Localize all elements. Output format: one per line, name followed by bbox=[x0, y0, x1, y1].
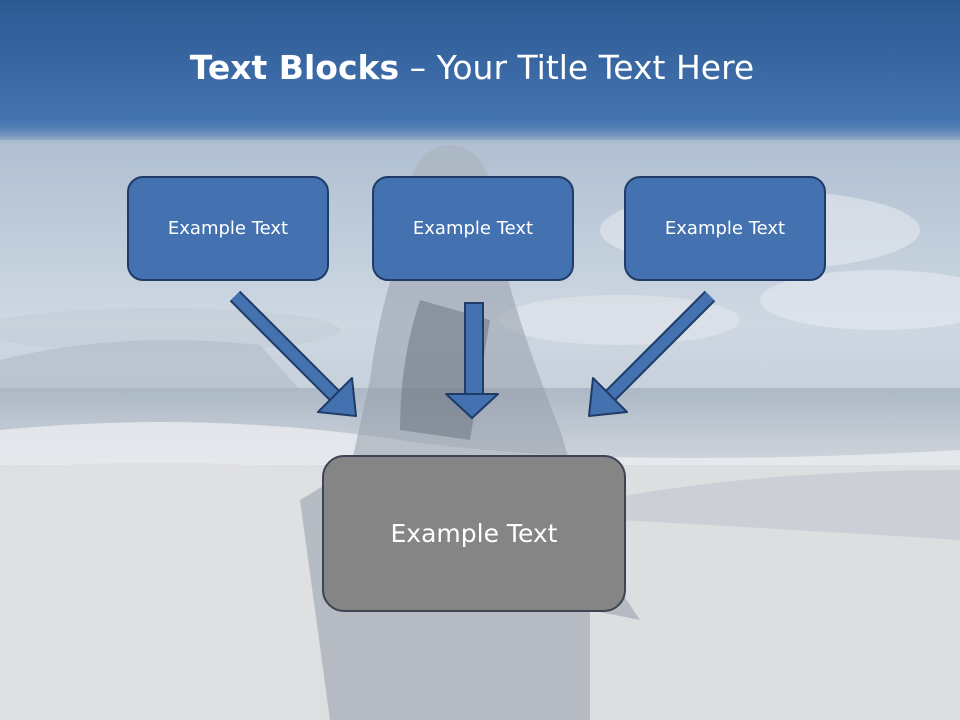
title-rest-text: Your Title Text Here bbox=[436, 48, 755, 87]
title-separator: – bbox=[399, 48, 437, 87]
main-text-block-label: Example Text bbox=[390, 519, 558, 548]
text-block-1[interactable]: Example Text bbox=[127, 176, 329, 281]
slide-title: Text Blocks – Your Title Text Here bbox=[0, 48, 944, 87]
text-block-3[interactable]: Example Text bbox=[624, 176, 826, 281]
text-block-3-label: Example Text bbox=[664, 218, 786, 239]
main-text-block[interactable]: Example Text bbox=[322, 455, 626, 612]
text-block-1-label: Example Text bbox=[167, 218, 289, 239]
text-block-2-label: Example Text bbox=[412, 218, 534, 239]
title-bold-text: Text Blocks bbox=[189, 48, 400, 87]
text-block-2[interactable]: Example Text bbox=[372, 176, 574, 281]
